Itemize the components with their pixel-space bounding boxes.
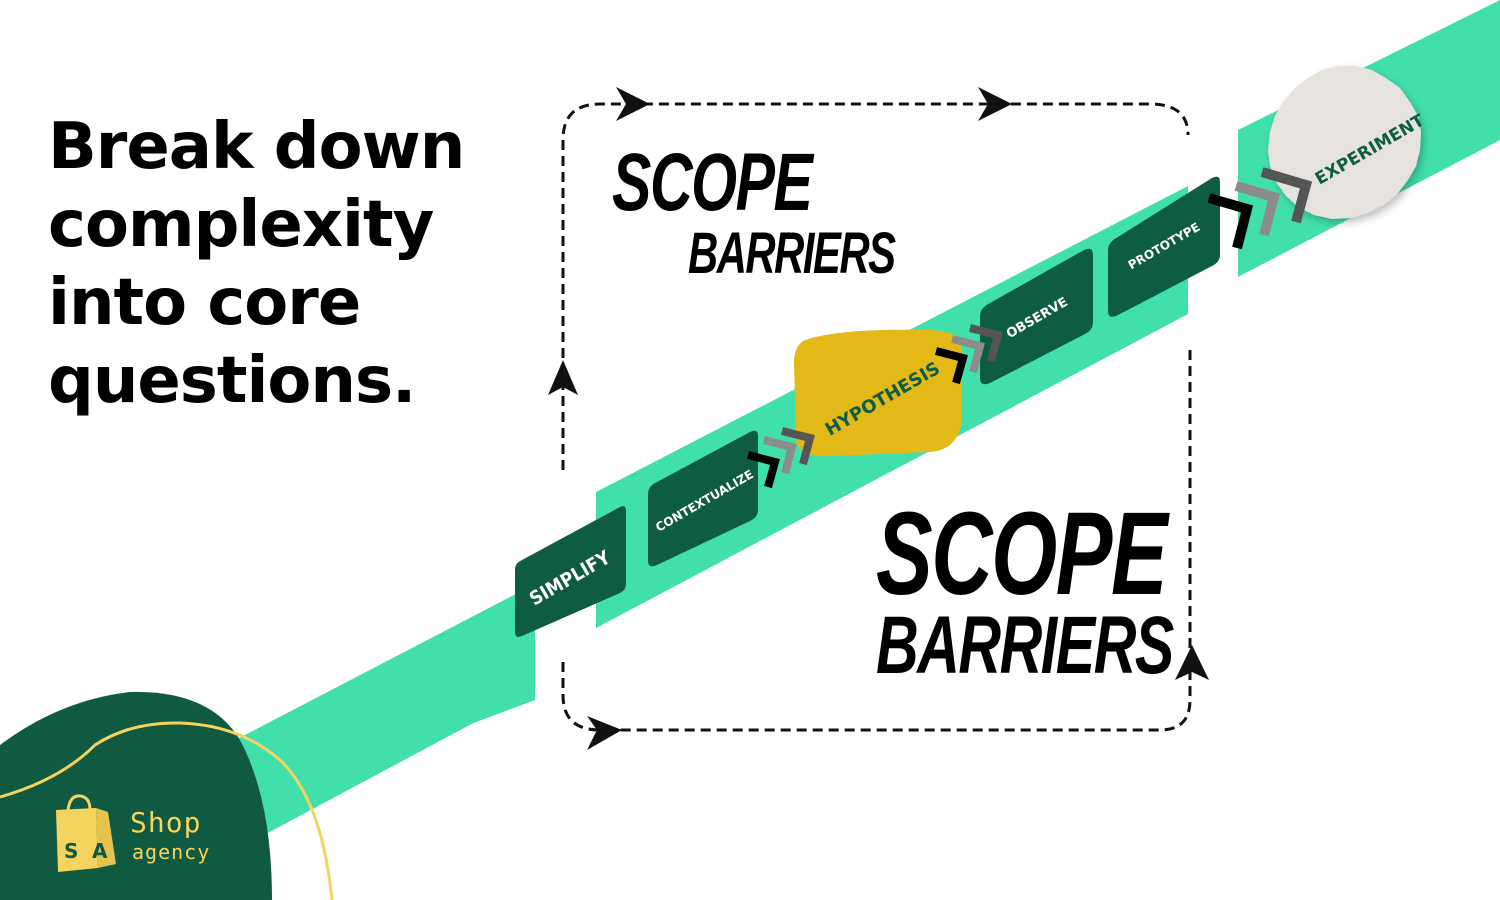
step-experiment[interactable]: EXPERIMENT [1268,66,1428,219]
headline-line: questions. [48,344,416,418]
chevron-icon [1260,167,1313,224]
chevron-icon [969,324,1003,363]
headline-line: into core [48,266,361,340]
step-simplify[interactable]: SIMPLIFY [515,506,626,637]
step-observe[interactable]: OBSERVE [980,248,1093,385]
arrow-up-icon [548,360,578,395]
step-hypothesis[interactable]: HYPOTHESIS [794,329,962,457]
chevron-group-2 [934,324,1003,385]
scope-loop [561,102,1192,732]
chevron-icon [1234,181,1281,237]
chevron-icon [934,347,968,385]
chevron-icon [763,436,797,475]
scope-label-bottom-line2: BARRIERS [876,600,1174,691]
chevron-icon [781,427,815,466]
arrow-up-icon [1175,645,1209,680]
scope-label-top-line1: SCOPE [612,137,813,228]
arrow-right-icon [587,716,622,750]
logo-initial: A [92,839,108,863]
logo-swoosh [0,721,334,900]
loop-top-path [561,102,1190,470]
step-prototype[interactable]: PROTOTYPE [1108,176,1220,317]
chevron-group-1 [746,427,815,489]
headline: Break down complexity into core question… [48,108,508,420]
logo-initial: S [64,839,78,863]
step-cards: SIMPLIFY CONTEXTUALIZE HYPOTHESIS OBSERV… [515,66,1428,637]
logo-area: S A [0,691,334,900]
headline-line: complexity [48,188,434,262]
scope-label-top-line2: BARRIERS [688,221,896,286]
step-contextualize[interactable]: CONTEXTUALIZE [648,430,758,567]
headline-line: Break down [48,110,465,184]
logo-blob [0,691,272,900]
scope-label-bottom-line1: SCOPE [876,488,1168,620]
logo-subtitle: agency [132,840,211,864]
loop-arrows [548,87,1209,750]
chevron-icon [1207,193,1254,250]
chevron-icon [746,451,780,489]
shopping-bag-icon: S A [56,794,116,872]
chevron-icon [951,335,985,374]
chevron-group-3 [1207,167,1313,250]
arrow-right-icon [616,87,650,121]
logo-name: Shop [130,806,202,839]
arrow-right-icon [978,87,1012,121]
